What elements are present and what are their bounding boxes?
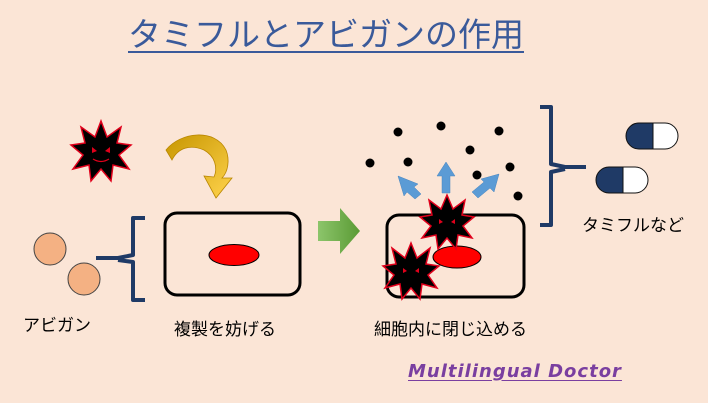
label-block-replication: 複製を妨げる	[174, 320, 276, 340]
tablet-icon	[33, 232, 67, 266]
label-confine-in-cell: 細胞内に閉じ込める	[374, 320, 527, 340]
label-avigan: アビガン	[23, 316, 91, 336]
page-title: タミフルとアビガンの作用	[128, 15, 524, 54]
capsule-icon	[595, 166, 649, 194]
label-tamiflu-etc: タミフルなど	[582, 216, 684, 236]
brace-icon	[540, 105, 586, 227]
curved-arrow-icon	[165, 134, 233, 199]
tablet-icon	[67, 262, 101, 296]
virus-icon	[381, 240, 441, 301]
virus-particles	[365, 121, 523, 201]
nucleus-left	[208, 244, 260, 266]
blue-arrow-icon	[397, 161, 500, 200]
virus-icon	[418, 193, 476, 251]
virus-icon	[69, 118, 133, 183]
brace-icon	[96, 216, 145, 302]
brand-watermark: Multilingual Doctor	[408, 361, 622, 382]
capsule-icon	[625, 122, 679, 150]
nucleus-right	[432, 245, 482, 269]
cell-left	[163, 211, 302, 297]
green-arrow-icon	[318, 208, 360, 254]
